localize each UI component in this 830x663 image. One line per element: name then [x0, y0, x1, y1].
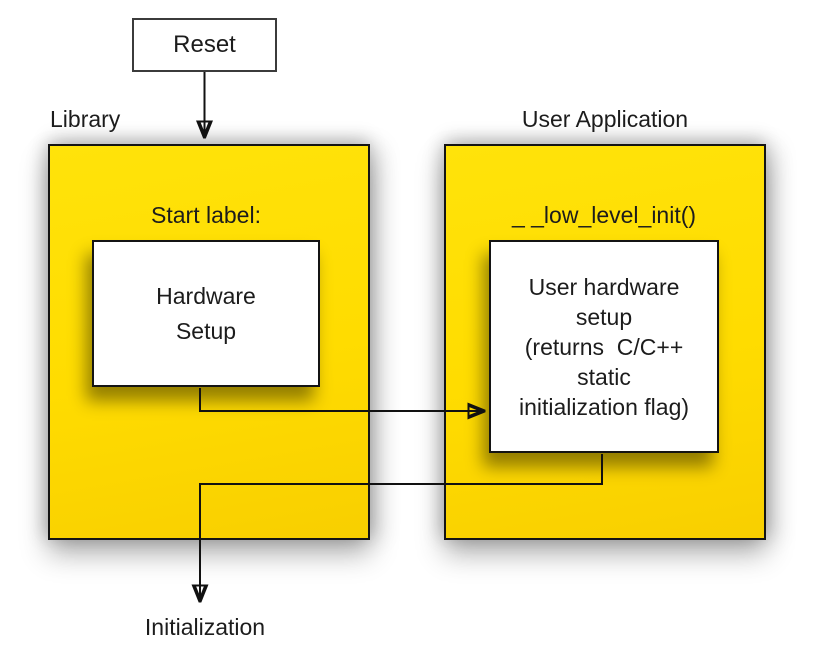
start-label: Start label:	[151, 202, 261, 228]
hardware-setup-box: Hardware Setup	[92, 240, 320, 387]
low-level-init-label: _ _low_level_init()	[511, 202, 697, 228]
initialization-label: Initialization	[144, 614, 266, 640]
hardware-setup-text: Hardware Setup	[156, 282, 256, 344]
user-hardware-setup-text: User hardware setup (returns C/C++ stati…	[518, 273, 690, 420]
user-hardware-setup-box: User hardware setup (returns C/C++ stati…	[489, 240, 719, 453]
reset-label: Reset	[173, 31, 236, 58]
user-application-title: User Application	[521, 106, 689, 132]
library-title: Library	[50, 106, 121, 132]
reset-box: Reset	[132, 18, 277, 72]
